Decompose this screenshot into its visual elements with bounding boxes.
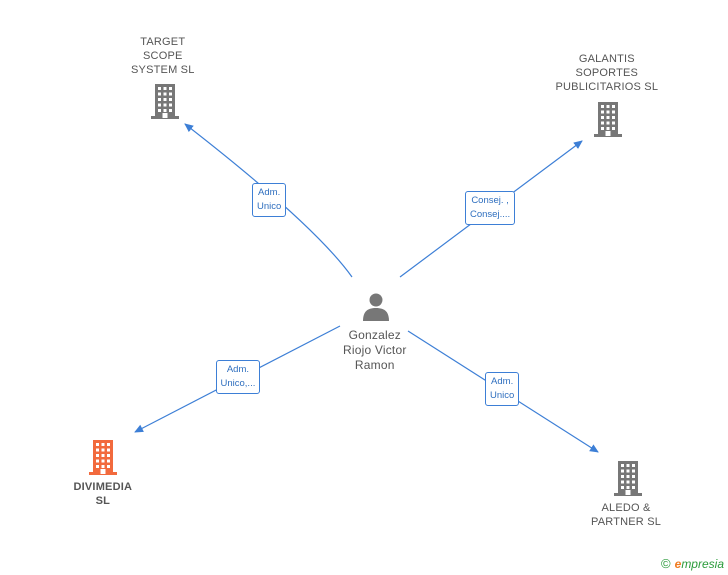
- person-label-line: Riojo Victor: [343, 343, 407, 357]
- edge-label-text: Unico: [257, 201, 282, 212]
- edge-label-text: Unico,...: [220, 378, 256, 389]
- company-label-divimedia-line: SL: [95, 495, 111, 507]
- company-label-target-line: SYSTEM SL: [131, 64, 195, 76]
- brand-name: mpresia: [681, 557, 724, 571]
- company-label-galantis-line: SOPORTES: [575, 67, 639, 79]
- building-icon: [614, 461, 642, 496]
- brand-initial: e: [674, 557, 682, 571]
- company-label-target-line: SCOPE: [143, 50, 183, 62]
- footer-brand: ©empresia: [661, 556, 724, 571]
- company-label-galantis-line: PUBLICITARIOS SL: [555, 81, 659, 93]
- edge-label-galantis[interactable]: Consej. , Consej....: [465, 191, 516, 225]
- company-label-target-line: TARGET: [140, 36, 186, 48]
- edge-label-divimedia[interactable]: Adm. Unico,...: [215, 360, 261, 394]
- building-icon: [594, 102, 622, 137]
- company-label-galantis-line: GALANTIS: [578, 53, 635, 65]
- edge-label-target[interactable]: Adm. Unico: [252, 183, 287, 217]
- edge-label-text: Adm.: [258, 187, 281, 198]
- copyright-symbol: ©: [661, 556, 671, 571]
- edge-label-text: Adm.: [491, 376, 514, 387]
- person-label-line: Gonzalez: [348, 328, 401, 342]
- company-label-aledo-line: ALEDO &: [601, 502, 651, 514]
- company-label-galantis: GALANTIS SOPORTES PUBLICITARIOS SL: [556, 52, 659, 94]
- edge-label-text: Consej....: [470, 209, 511, 220]
- building-icon: [89, 440, 117, 475]
- company-label-aledo-line: PARTNER SL: [591, 516, 662, 528]
- edge-label-text: Adm.: [226, 364, 250, 375]
- building-icon: [151, 84, 179, 119]
- company-label-divimedia-line: DIVIMEDIA: [73, 481, 133, 493]
- edge-line-target: [184, 123, 353, 278]
- person-icon: [363, 293, 389, 321]
- company-label-aledo: ALEDO & PARTNER SL: [591, 501, 661, 529]
- person-label-line: Ramon: [354, 358, 395, 372]
- company-label-target: TARGET SCOPE SYSTEM SL: [131, 35, 195, 77]
- edge-label-aledo[interactable]: Adm. Unico: [485, 372, 520, 406]
- company-label-divimedia: DIVIMEDIA SL: [74, 480, 133, 508]
- icons-layer: [89, 84, 642, 496]
- edges-layer: [134, 123, 599, 453]
- edge-label-text: Unico: [490, 390, 515, 401]
- edge-label-text: Consej. ,: [471, 195, 509, 206]
